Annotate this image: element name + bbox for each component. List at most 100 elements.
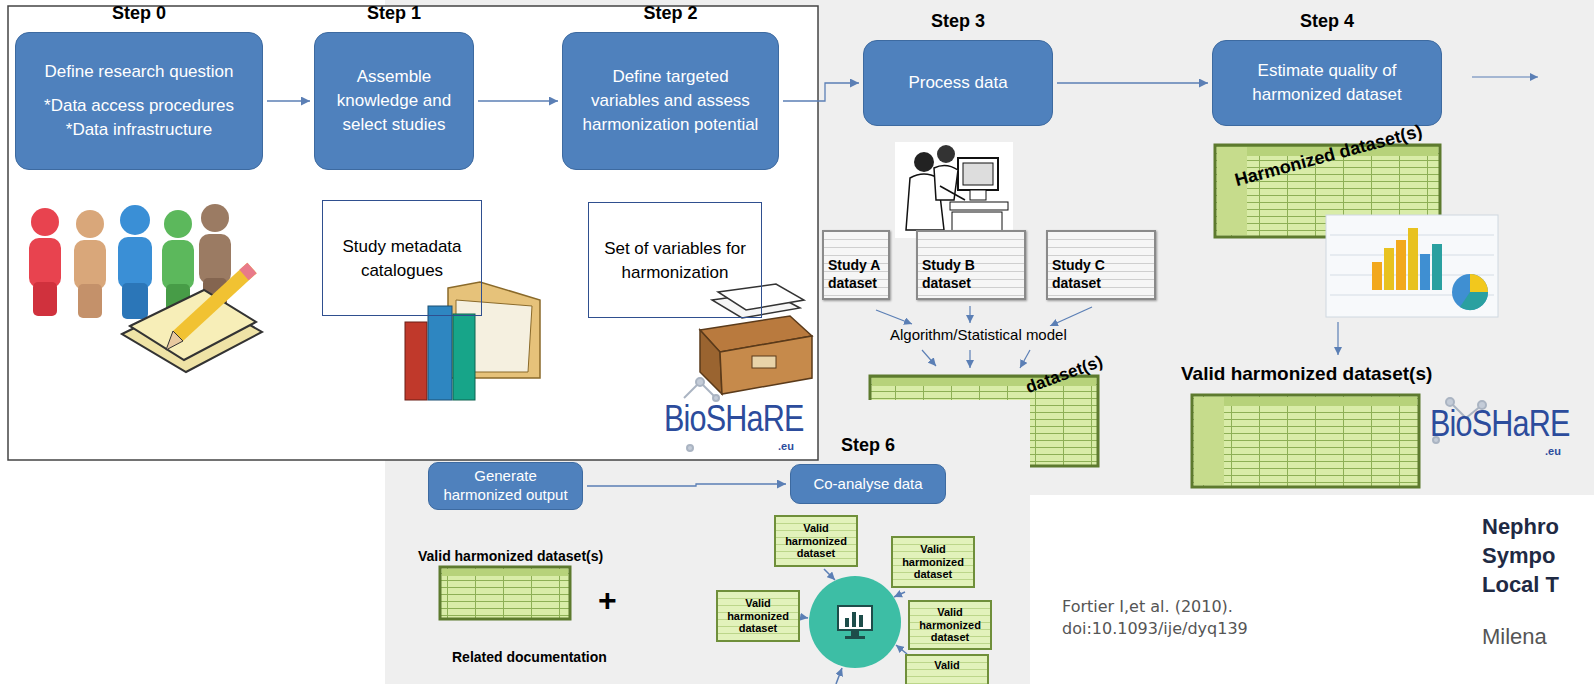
art-line [824,569,835,580]
dataset-table: Study B dataset [916,230,1026,300]
dataset-table: Study A dataset [822,230,890,300]
art-polygon [718,284,804,310]
art-rect [29,238,61,288]
art-circle [937,145,955,163]
art-rect [1420,254,1430,290]
books-folder [405,282,540,400]
art-rect [950,202,1008,210]
art-line [969,350,970,368]
art-rect [958,158,998,190]
art-rect [1192,395,1419,487]
dataset-table: Valid harmonized dataset [891,536,975,588]
paper-pencil [122,268,262,372]
section-label: Valid harmonized dataset(s) [1181,363,1432,385]
art-rect [453,314,475,400]
flow-arrow [478,100,558,101]
art-rect [162,240,194,290]
art-rect [440,567,570,619]
art-rect [752,356,776,368]
process-box: Step 2Define targeted variables and asse… [562,32,779,170]
citation: doi:10.1093/ije/dyq139 [1062,619,1248,638]
art-rect [428,306,452,400]
art-path [1470,274,1488,292]
art-rect [859,615,863,627]
art-line [969,306,970,323]
art-line [940,186,965,200]
art-line [896,645,907,654]
box-text: Valid harmonized dataset [779,522,853,560]
model-label: Algorithm/Statistical model [888,326,1069,343]
art-circle [1452,274,1488,310]
art-rect [1432,244,1442,290]
logo-text: BioSHaRE [664,398,803,440]
art-circle [120,205,150,235]
step-heading: Step 4 [1183,10,1471,32]
art-rect [405,322,427,400]
art-rect [1326,215,1498,317]
art-circle [696,378,704,386]
art-line [1337,322,1338,355]
art-rect [1384,248,1394,290]
box-text: Valid harmonized dataset [721,597,795,635]
box-text: Co-analyse data [813,475,922,494]
art-circle [76,210,104,238]
computer-users [895,142,1013,238]
data-table [1192,395,1419,487]
section-label: Related documentation [452,649,607,665]
process-box: Step 0Define research question*Data acce… [15,32,263,170]
art-rect [122,283,148,319]
box-text: Study A dataset [828,256,884,292]
box-text: Define targeted variables and assess har… [582,65,760,137]
art-rect [845,636,865,639]
step-heading: Step 2 [533,2,808,24]
art-line [876,310,912,324]
art-circle [164,210,192,238]
art-circle [809,576,901,668]
author-name: Milena [1482,624,1547,650]
step-heading: Step 3 [834,10,1082,32]
art-rect [74,240,106,290]
art-line [178,268,252,336]
flow-arrow [783,83,859,101]
art-circle [31,208,59,236]
bar-chart [1326,215,1498,317]
output-box: Set of variables for harmonization [588,202,762,318]
art-rect [895,142,1013,238]
dataset-table: Valid [905,654,989,684]
slide-title: Nephro [1482,514,1559,540]
dataset-table: Valid harmonized dataset [716,590,800,642]
art-line [1020,350,1030,368]
art-path [1460,292,1488,310]
process-box: Step 1Assemble knowledge and select stud… [314,32,474,170]
citation: Fortier I,et al. (2010). [1062,597,1233,616]
art-polygon [720,336,812,394]
flow-arrow [587,484,786,486]
art-line [1472,76,1538,77]
art-rect [33,282,57,316]
art-polygon [166,331,183,350]
art-rect [118,237,152,289]
step-heading: Step 0 [0,2,292,24]
section-label: Valid harmonized dataset(s) [418,548,603,564]
box-text: Valid [934,659,960,672]
process-box: Step 6Co-analyse data [790,464,946,504]
box-text: Assemble knowledge and select studies [327,65,462,137]
art-rect [1396,240,1406,290]
art-line [894,592,905,597]
box-text: Study metadata catalogues [332,235,472,283]
logo-suffix: .eu [1545,445,1561,457]
flow-arrow [1057,82,1208,83]
dataset-table: Valid harmonized dataset [774,515,858,567]
art-circle [914,152,934,172]
art-circle [687,445,693,451]
front-slide [8,6,818,460]
art-rect [852,612,856,627]
art-rect [845,618,849,627]
slide-title: Sympo [1482,543,1555,569]
data-table [440,567,570,619]
art-rect [1372,262,1382,290]
art-line [802,617,808,618]
output-box: Study metadata catalogues [322,200,482,316]
art-line [1050,307,1092,326]
